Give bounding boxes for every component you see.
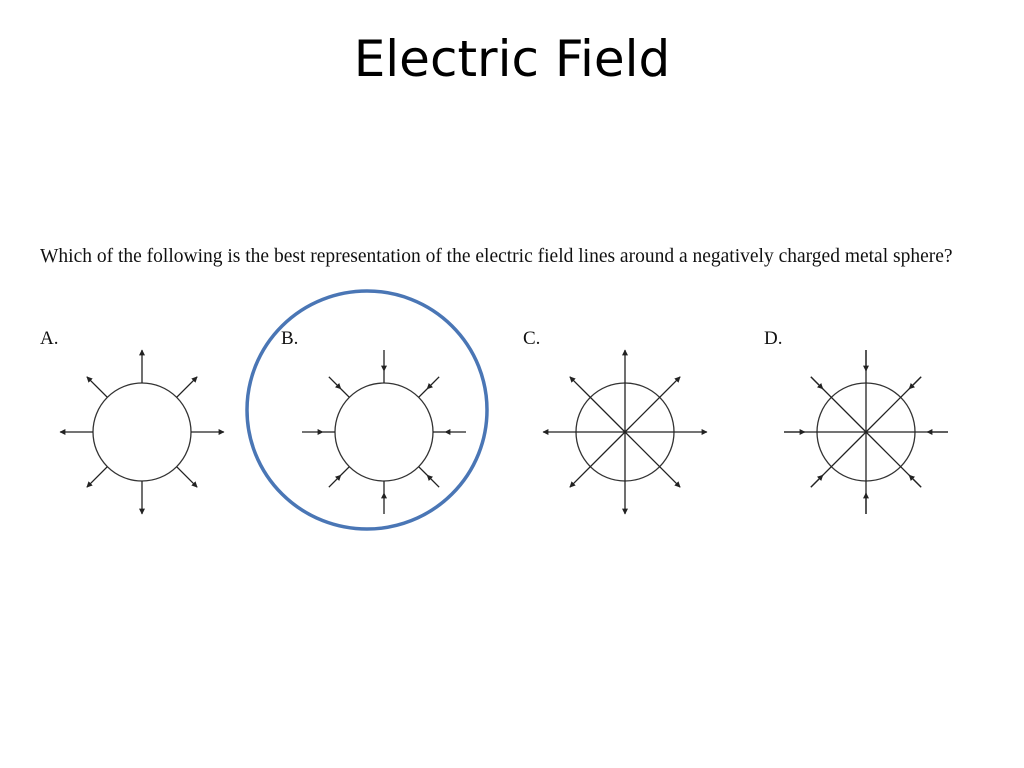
option-d-diagram [784, 350, 948, 514]
option-a-label: A. [40, 328, 59, 349]
field-line-b-4 [328, 474, 342, 488]
option-d-label: D. [764, 328, 783, 349]
field-line-tail-b-2 [418, 466, 428, 476]
field-line-a-8 [176, 376, 198, 398]
field-arrow-d-2 [908, 474, 922, 488]
field-line-a-6 [86, 376, 108, 398]
field-line-c-4 [569, 431, 626, 488]
slide-title: Electric Field [353, 30, 671, 88]
field-line-tail-b-4 [340, 466, 350, 476]
field-line-c-2 [624, 431, 681, 488]
question-text: Which of the following is the best repre… [40, 246, 953, 267]
option-c-label: C. [523, 328, 541, 349]
option-b-diagram [302, 350, 466, 514]
field-line-c-8 [624, 376, 681, 433]
field-arrow-d-4 [810, 474, 824, 488]
option-c-diagram [542, 349, 708, 515]
field-line-tail-b-8 [418, 388, 428, 398]
field-arrow-d-6 [810, 376, 824, 390]
field-line-a-2 [176, 466, 198, 488]
field-line-tail-b-6 [340, 388, 350, 398]
sphere-b [334, 382, 434, 482]
field-line-b-6 [328, 376, 342, 390]
field-arrow-d-8 [908, 376, 922, 390]
field-line-b-8 [426, 376, 440, 390]
answer-highlight-circle [245, 289, 489, 531]
option-a-diagram [59, 349, 225, 515]
field-line-a-4 [86, 466, 108, 488]
option-b-label: B. [281, 328, 299, 349]
field-line-b-2 [426, 474, 440, 488]
sphere-a [92, 382, 192, 482]
field-line-c-6 [569, 376, 626, 433]
